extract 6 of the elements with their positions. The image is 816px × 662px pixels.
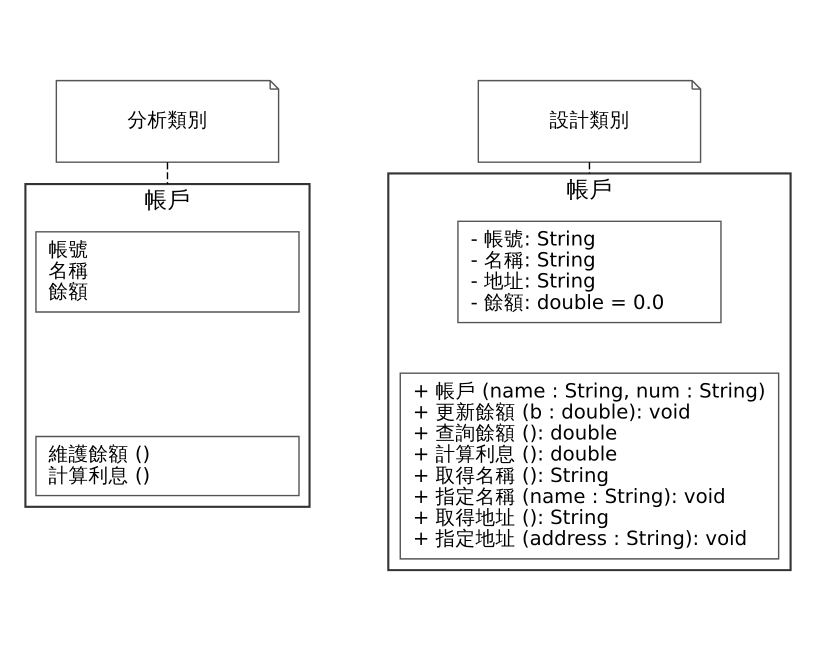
connector [588,162,590,174]
node-box: + 帳戶 (name : String, num : String) + 更新餘額 (b : double): void + 查詢餘額 (): double + 計算利息 (): double + 取得名稱 (): String + 指定名稱 (name : String): void + 取得地址 (): String + 指定地址 (address : String): void [400,372,780,560]
connector [166,162,168,184]
node-box: 維護餘額 () 計算利息 () [35,436,300,496]
node-box: 帳號 名稱 餘額 [35,231,300,313]
node-box: - 帳號: String - 名稱: String - 地址: String - 餘額: double = 0.0 [457,220,722,324]
